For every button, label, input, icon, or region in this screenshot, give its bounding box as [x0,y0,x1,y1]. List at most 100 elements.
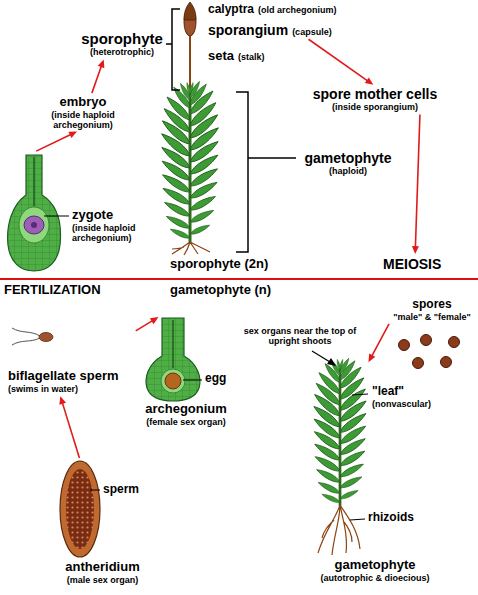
neck-canal [172,320,174,368]
connector-arrow [59,396,79,458]
stage-name: antheridium [40,560,165,575]
stage-label-box: sporangium(capsule) [208,22,332,38]
label-group: "leaf"(nonvascular) [372,385,431,409]
stage-label-box: sporophyte(heterotrophic) [78,30,166,58]
stage-label-box: zygote(inside haploid archegonium) [4,152,164,244]
stage-name: sporophyte [78,30,166,47]
leader-line [90,490,100,491]
rhizoid-lines [172,242,210,255]
arrowhead [150,317,159,324]
part-label: rhizoids [368,511,414,525]
spore [441,357,452,368]
arrowhead [98,59,105,68]
stage-note: "male" & "female" [390,312,474,322]
stage-note: (male sex organ) [40,575,165,585]
archegonium-flask [8,155,61,271]
leader-line [183,380,202,381]
stage-note: (swims in water) [8,384,134,394]
arrowhead [365,77,374,84]
antheridium-wall [60,461,100,557]
sporophyte-bracket [172,9,180,90]
stage-label-box: embryo(inside haploid archegonium) [42,95,124,131]
pointer-arrow [312,351,330,362]
stage-label-box: antheridium(male sex organ) [40,460,165,585]
leader-line [44,216,69,217]
spore [399,340,410,351]
stage-note: (heterotrophic) [78,47,166,57]
label-group: seta (stalk) [208,49,265,64]
connector-arrow [368,324,389,362]
zygote-cell [24,216,44,234]
arrowhead [59,396,66,405]
arrowhead [368,354,375,363]
part-label: (stalk) [238,52,265,62]
connector-arrow [309,39,374,85]
connector-line [415,114,420,247]
connector-arrow [412,114,420,254]
part-label: "leaf" [372,385,404,399]
label-group: sex organs near the top of upright shoot… [236,326,364,347]
label-group: gametophyte(haploid) [298,150,398,176]
part-label: FERTILIZATION [4,283,101,298]
connector-arrow [136,317,159,331]
stage-name: embryo [42,95,124,110]
part-label: sex organs near the top of upright shoot… [236,326,364,347]
connector-line [62,403,79,458]
seta-stalk [189,34,191,93]
stage-name: sporangium [208,22,288,38]
zygote-nucleus [31,222,37,228]
gametophyte-shoot [312,357,369,506]
stage-name: spore mother cells [300,86,450,102]
label-group: egg [205,372,226,386]
connector-line [372,324,389,356]
stage-name: gametophyte [300,558,450,573]
stage-label-box: spores"male" & "female" [390,298,474,322]
leader-line [350,519,365,520]
part-label: (nonvascular) [372,399,431,409]
pointer-arrowhead [327,358,336,366]
sperm-mass [66,469,94,549]
stage-note: (inside haploid archegonium) [42,110,124,131]
stage-name: archegonium [140,402,232,417]
label-group: calyptra (old archegonium) [208,3,337,17]
label-group: sporophyte (2n) [170,257,268,272]
bracket-tick [166,43,172,45]
egg-cell [165,373,181,389]
part-label: calyptra [208,3,254,17]
stage-name: MEIOSIS [383,256,441,272]
part-label: (haploid) [329,166,367,176]
label-group: FERTILIZATION [4,283,101,298]
label-group: sperm [103,483,139,497]
stage-note: (female sex organ) [140,417,232,427]
connector-line [136,321,153,331]
part-label: sporophyte (2n) [170,257,268,272]
stage-note: (inside sporangium) [300,102,450,112]
stage-label-box: spore mother cells(inside sporangium) [300,86,450,112]
connector-line [36,135,71,152]
part-label: egg [205,372,226,386]
gametophyte-bracket [236,92,248,252]
spore [413,358,424,369]
stage-label-box: MEIOSIS [383,256,441,272]
connector-line [309,39,368,81]
label-group: gametophyte (n) [170,283,271,298]
sperm-body [39,333,53,342]
part-label: sperm [103,483,139,497]
part-label: gametophyte [304,150,391,166]
venter-cavity [19,207,49,243]
rhizoid-lines [318,505,360,555]
stage-label-box: biflagellate sperm(swims in water) [6,325,134,394]
part-label: (old archegonium) [258,5,337,15]
calyptra-cap [184,2,196,20]
archegonium-flask [146,318,200,401]
neck-canal [33,157,35,206]
stage-name: spores [390,298,474,312]
gametophyte-shoot [159,80,221,242]
spore [421,335,432,346]
label-group: rhizoids [368,511,414,525]
arrowhead [412,246,419,254]
stage-name: zygote [72,208,164,223]
stage-name: biflagellate sperm [8,369,134,384]
part-label: seta [208,49,234,64]
